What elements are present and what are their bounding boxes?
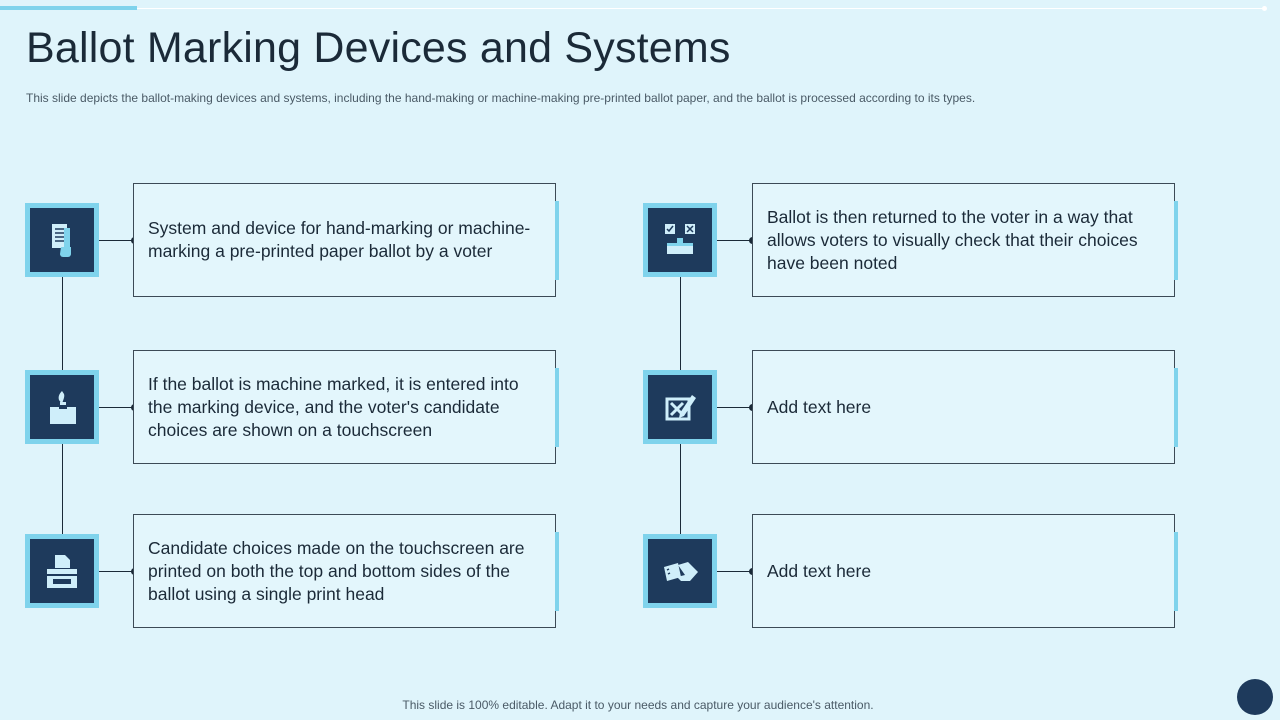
text-card: System and device for hand-marking or ma…: [133, 183, 559, 297]
top-accent-bar: [0, 6, 137, 10]
printer-icon: [47, 555, 77, 588]
slide-subtitle[interactable]: This slide depicts the ballot-making dev…: [26, 91, 976, 105]
text-card: Add text here: [752, 514, 1178, 628]
card-text[interactable]: Candidate choices made on the touchscree…: [148, 537, 525, 604]
icon-box: [643, 370, 717, 444]
text-card: If the ballot is machine marked, it is e…: [133, 350, 559, 464]
card-accent-bar: [555, 368, 559, 447]
top-divider-line: [137, 8, 1265, 9]
connector: [99, 571, 134, 572]
card-text[interactable]: If the ballot is machine marked, it is e…: [148, 373, 519, 440]
card-accent-bar: [555, 201, 559, 280]
icon-box: [25, 534, 99, 608]
ballot-box-vote-icon: [50, 391, 76, 424]
connector: [99, 240, 134, 241]
card-text[interactable]: System and device for hand-marking or ma…: [148, 218, 531, 261]
icon-box: [643, 534, 717, 608]
footer-note: This slide is 100% editable. Adapt it to…: [402, 698, 874, 712]
card-accent-bar: [1174, 532, 1178, 611]
card-accent-bar: [555, 532, 559, 611]
corner-circle-decoration: [1237, 679, 1273, 715]
text-card: Candidate choices made on the touchscree…: [133, 514, 559, 628]
hand-ballot-icon: [664, 562, 698, 581]
connector: [717, 407, 753, 408]
card-accent-bar: [1174, 201, 1178, 280]
connector: [99, 407, 134, 408]
card-text[interactable]: Ballot is then returned to the voter in …: [767, 206, 1138, 273]
connector: [717, 240, 753, 241]
top-divider-dot: [1262, 6, 1267, 11]
connector: [717, 571, 753, 572]
card-accent-bar: [1174, 368, 1178, 447]
text-card: Ballot is then returned to the voter in …: [752, 183, 1178, 297]
slide-title[interactable]: Ballot Marking Devices and Systems: [26, 24, 731, 72]
icon-box: [25, 370, 99, 444]
card-text[interactable]: Add text here: [767, 560, 872, 581]
checkbox-ballot-box-icon: [665, 224, 695, 254]
ballot-paper-hand-icon: [52, 224, 71, 257]
card-text[interactable]: Add text here: [767, 396, 872, 417]
text-card: Add text here: [752, 350, 1178, 464]
icon-box: [643, 203, 717, 277]
icon-box: [25, 203, 99, 277]
checkmark-pencil-icon: [665, 395, 696, 421]
